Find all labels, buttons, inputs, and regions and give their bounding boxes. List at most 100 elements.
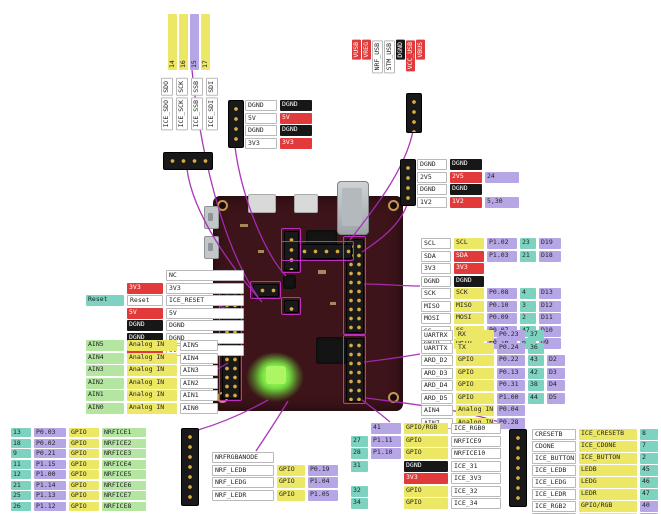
pin-label: DGND xyxy=(450,184,482,195)
pin-label: NRFICE7 xyxy=(102,491,146,500)
pin-label: D2 xyxy=(547,355,565,366)
pin-label: DGND xyxy=(417,184,447,195)
pin-label: ICE_CRESETB xyxy=(579,429,637,440)
board-component xyxy=(248,194,276,213)
pin-label: DGND xyxy=(127,320,163,331)
pin-label: P0.22 xyxy=(497,355,525,366)
pin-label: SCK xyxy=(454,288,484,299)
pin-label: NRFICE3 xyxy=(102,449,146,458)
rgb-led xyxy=(266,366,286,384)
pin-label: P0.10 xyxy=(487,300,517,312)
pin-label: 2V5 xyxy=(450,171,482,183)
pin-label: ICE_SCK xyxy=(176,97,188,131)
pin-label: CRESETB xyxy=(532,429,576,440)
pin-label: 3V3 xyxy=(404,473,448,484)
pin-label: AIN3 xyxy=(86,365,124,376)
pin-label: GPIO xyxy=(69,480,99,490)
pin-label: D3 xyxy=(547,367,565,379)
pin-label: P0.19 xyxy=(308,464,338,476)
pin-label: Analog IN xyxy=(127,402,177,414)
board-pin-header xyxy=(284,300,299,313)
pin-label: 43 xyxy=(528,355,544,366)
pin-label: ICE_BUTTON xyxy=(579,453,637,464)
header-highlight xyxy=(281,297,301,315)
pin-label: SCL xyxy=(454,238,484,249)
pin-label: Analog IN xyxy=(127,365,177,376)
pin-label: P1.03 xyxy=(487,250,517,262)
pin-label: 9 xyxy=(11,449,31,458)
pin-label: NRF_LEDB xyxy=(212,464,274,476)
board-component xyxy=(294,194,318,213)
board-pin-header xyxy=(346,338,364,402)
pin-label: 2 xyxy=(640,453,658,464)
pin-label: RX xyxy=(456,330,494,341)
pin-label: AIN5 xyxy=(86,340,124,351)
pin-label: ICE_LEDR xyxy=(532,489,576,500)
pin-label: Analog IN xyxy=(127,352,177,364)
pin-label: 31 xyxy=(351,460,368,472)
pin-label: 40 xyxy=(640,501,658,512)
header-highlight xyxy=(343,335,366,404)
pin-label: 38 xyxy=(528,380,544,391)
pin-label: VREG xyxy=(362,40,371,60)
pin-label: AIN0 xyxy=(86,402,124,414)
pin-label: GPIO/RGB xyxy=(404,423,448,434)
pin-label: D19 xyxy=(539,238,561,249)
pin-label: ICE_31 xyxy=(451,460,501,472)
pin-label: 37 xyxy=(528,330,544,341)
pin-label: D9 xyxy=(539,338,561,349)
pin-label: P0.13 xyxy=(497,367,525,379)
pin-label: SCL xyxy=(421,238,451,249)
pin-label: GPIO xyxy=(69,428,99,437)
pin-label: P1.14 xyxy=(34,480,66,490)
pin-label: VUSB xyxy=(352,40,361,60)
passive-component xyxy=(330,302,336,305)
small-ic xyxy=(283,275,296,289)
pin-label: 15 xyxy=(190,14,199,70)
pin-label: LEDR xyxy=(579,489,637,500)
pin-label: P0.04 xyxy=(497,405,525,416)
pin-label: 1V2 xyxy=(450,196,482,208)
pin-label: DGND xyxy=(245,125,277,136)
pin-label: ARD_D4 xyxy=(421,380,453,391)
pin-label: ARD_D2 xyxy=(421,355,453,366)
pin-label: DGND xyxy=(166,320,244,331)
pin-label: CDONE xyxy=(532,441,576,452)
pin-label: DGND xyxy=(280,125,312,136)
pin-label: 18 xyxy=(11,438,31,448)
pin-label: GPIO xyxy=(69,449,99,458)
pin-label: GPIO xyxy=(404,435,448,447)
pin-label: GPIO xyxy=(404,485,448,497)
pin-label: 5V xyxy=(166,307,244,319)
pin-label: ARD_D5 xyxy=(421,392,453,404)
pin-label: AIN2 xyxy=(86,377,124,389)
pin-label: Analog IN xyxy=(456,405,494,416)
pin-label: 3V3 xyxy=(280,137,312,149)
pin-label: NRF_LEDG xyxy=(212,477,274,488)
pin-label: NRFICE5 xyxy=(102,470,146,479)
pin-label: GPIO xyxy=(456,355,494,366)
pin-label: 5V xyxy=(127,307,163,319)
pin-label: ICE_SDO xyxy=(161,97,173,131)
pin-label: D10 xyxy=(539,325,561,337)
pin-label: GPIO xyxy=(277,464,305,476)
pin-header-graphic xyxy=(163,152,213,170)
pin-label: DGND xyxy=(396,40,405,60)
pin-label: NRF_USB xyxy=(372,40,383,74)
pin-label: DGND xyxy=(280,100,312,111)
pin-label: GPIO xyxy=(69,438,99,448)
pin-label: 3V3 xyxy=(245,137,277,149)
pin-label: 47 xyxy=(640,489,658,500)
pin-label: GPIO xyxy=(456,392,494,404)
board-button xyxy=(204,206,219,229)
pin-label: NRFICE9 xyxy=(451,435,501,447)
pin-label: 42 xyxy=(528,367,544,379)
pin-label: 3V3 xyxy=(127,282,163,294)
